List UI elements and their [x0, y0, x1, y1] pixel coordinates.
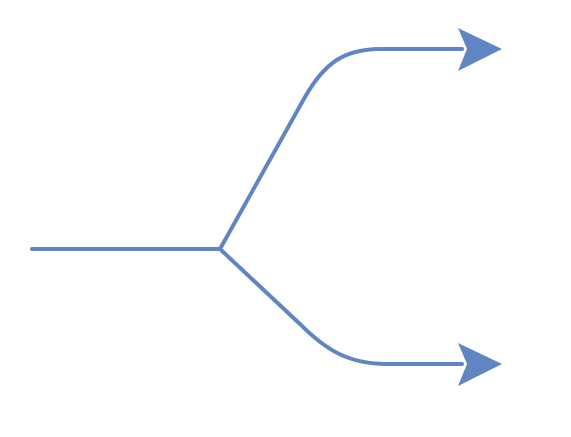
lower-arrowhead-icon: [458, 343, 502, 386]
upper-branch-line: [218, 47, 464, 251]
upper-arrowhead-icon: [458, 28, 502, 71]
lower-branch-line: [218, 247, 464, 366]
